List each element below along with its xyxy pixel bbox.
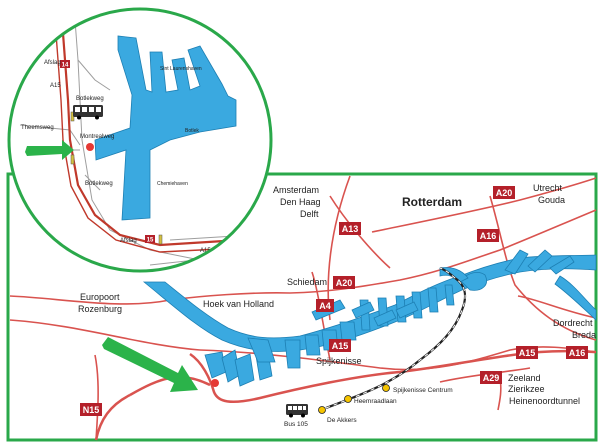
street-label-afslag-top: Afslag: [44, 60, 61, 66]
place-label-den-haag: Den Haag: [280, 197, 321, 207]
street-label-theemsweg: Theemsweg: [21, 125, 54, 131]
road-label-a13: A13: [342, 224, 359, 234]
inset-harbour-water: [94, 35, 237, 221]
place-label-breda: Breda: [572, 330, 596, 340]
area-label-sint-laurenshaven: Sint Laurenshaven: [160, 66, 202, 72]
area-label-botlek: Botlek: [185, 128, 199, 134]
stop-label-spijkenisse-centrum: Spijkenisse Centrum: [393, 387, 453, 394]
street-label-afslag-bottom: Afslag: [120, 238, 137, 244]
exit-shield-15: 15: [145, 235, 155, 244]
main-map: A20 A16 A13 A20 A4 A15 A15 A16: [6, 172, 598, 442]
road-label-a20-west: A20: [336, 278, 353, 288]
exit-number-14: 14: [62, 63, 69, 69]
route-arrow-icon: [25, 140, 74, 160]
place-label-hoek-van-holland: Hoek van Holland: [203, 299, 274, 309]
road-shield-n15: N15: [80, 403, 102, 416]
place-label-delft: Delft: [300, 209, 319, 219]
road-shield-a29: A29: [480, 371, 502, 384]
place-label-zeeland: Zeeland: [508, 373, 541, 383]
transit-labels: Bus 105 De Akkers Heemraadlaan Spijkenis…: [284, 387, 453, 428]
street-label-botlekweg-bottom: Botlekweg: [85, 181, 113, 187]
bus-icon: [286, 404, 308, 418]
tram-stop-icon: [318, 384, 390, 414]
inset-streets: [19, 19, 241, 266]
road-shield-a13: A13: [339, 222, 361, 235]
road-shield-a16-east: A16: [566, 346, 588, 359]
road-label-a15-center: A15: [332, 341, 349, 351]
city-label-rotterdam: Rotterdam: [402, 195, 462, 209]
place-label-dordrecht: Dordrecht: [553, 318, 593, 328]
place-label-europoort: Europoort: [80, 292, 120, 302]
river-water: [142, 249, 597, 387]
location-marker-icon: [86, 143, 94, 151]
exit-number-15: 15: [147, 238, 154, 244]
road-shield-a20-north: A20: [493, 186, 515, 199]
inset-labels: Afslag A15 Botlekweg Theemsweg Montrealw…: [21, 60, 211, 254]
area-label-chemiehaven: Chemiehaven: [157, 181, 188, 187]
exit-shield-14: 14: [60, 60, 70, 69]
place-label-zierikzee: Zierikzee: [508, 384, 545, 394]
road-label-a15-east: A15: [519, 348, 536, 358]
road-shield-a15-east: A15: [516, 346, 538, 359]
place-label-spijkenisse: Spijkenisse: [316, 356, 362, 366]
road-label-a16-east: A16: [569, 348, 586, 358]
place-label-amsterdam: Amsterdam: [273, 185, 319, 195]
bus-icon: [73, 105, 103, 120]
street-label-montrealweg: Montrealweg: [80, 134, 114, 140]
traffic-light-icon: [70, 111, 163, 245]
route-arrow-icon: [102, 337, 198, 392]
road-label-a16-north: A16: [480, 231, 497, 241]
stop-label-heemraadlaan: Heemraadlaan: [354, 398, 397, 405]
place-label-schiedam: Schiedam: [287, 277, 327, 287]
place-label-utrecht: Utrecht: [533, 183, 563, 193]
road-label-a29: A29: [483, 373, 500, 383]
location-marker-icon: [211, 379, 219, 387]
metro-line: [325, 266, 467, 410]
street-label-botlekweg-top: Botlekweg: [76, 96, 104, 102]
road-label-a4: A4: [319, 301, 331, 311]
inset-map: 14 15 Afslag A15 Botlekweg Theemsweg Mon…: [7, 7, 273, 273]
road-label-n15: N15: [83, 405, 100, 415]
bus-label: Bus 105: [284, 421, 308, 428]
road-shield-a20-west: A20: [333, 276, 355, 289]
road-shield-a4: A4: [316, 299, 334, 312]
place-label-heinenoordtunnel: Heinenoordtunnel: [509, 396, 580, 406]
stop-label-de-akkers: De Akkers: [327, 417, 357, 424]
road-label-a20-north: A20: [496, 188, 513, 198]
place-label-rozenburg: Rozenburg: [78, 304, 122, 314]
place-label-gouda: Gouda: [538, 195, 565, 205]
road-shield-a15-center: A15: [329, 339, 351, 352]
street-label-a15-top: A15: [50, 83, 61, 89]
inset-map-frame: [7, 7, 273, 273]
place-labels: Rotterdam Amsterdam Den Haag Delft Utrec…: [78, 183, 596, 406]
street-label-a15-bottom: A15: [200, 248, 211, 254]
road-shield-a16-north: A16: [477, 229, 499, 242]
